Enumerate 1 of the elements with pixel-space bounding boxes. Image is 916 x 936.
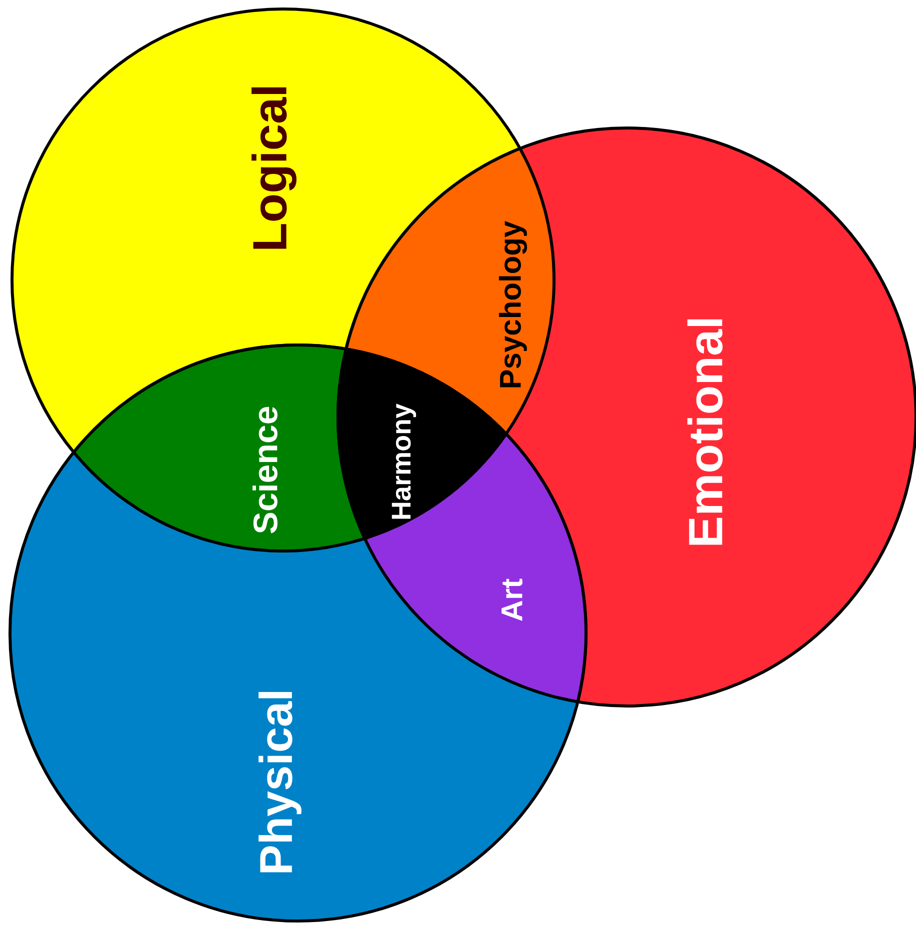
overlap-region: Science [72, 344, 366, 552]
